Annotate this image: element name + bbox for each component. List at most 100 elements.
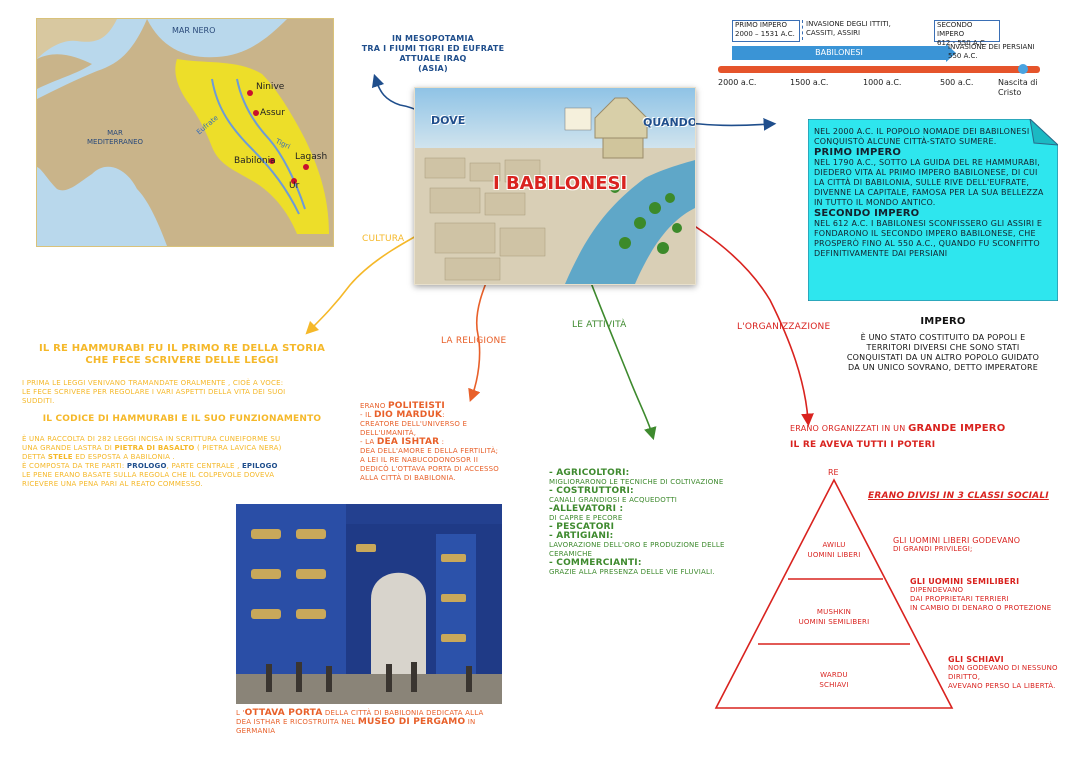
attivita-head: - COSTRUTTORI: [549,486,634,496]
class-desc-line: DIRITTO, [948,673,981,681]
religione-line: DEDICÒ L'OTTAVA PORTA DI ACCESSO [360,465,499,473]
map-label-mar-nero: MAR NERO [172,26,216,35]
highlight: OTTAVA PORTA [244,708,323,718]
dove-line: ATTUALE IRAQ [399,54,467,63]
text: DEA ISTHAR E RICOSTRUITA NEL [236,718,358,726]
gate-caption: L 'OTTAVA PORTA DELLA CITTÀ DI BABILONIA… [236,709,506,736]
pyramid-level-name: AWILU [822,541,846,549]
map-drawing [37,19,333,246]
religione-line: DELL'UMANITÀ, [360,429,417,437]
class-desc-line: DI GRANDI PRIVILEGI; [893,545,973,553]
class-desc-line: GLI UOMINI SEMILIBERI [910,577,1020,586]
dove-line: TRA I FIUMI TIGRI ED EUFRATE [361,44,505,53]
branch-label-cultura: CULTURA [362,234,405,244]
highlight: DEA ISHTAR [376,437,440,447]
pyramid-level-name: WARDU [820,671,848,679]
pyramid-level-sub: SCHIAVI [819,681,849,689]
timeline-end-marker [1018,64,1028,74]
cultura-line: È UNA RACCOLTA DI 282 LEGGI INCISA IN SC… [22,435,281,443]
branch-label-organizzazione: L'ORGANIZZAZIONE [737,322,831,332]
babylon-city-illustration: I BABILONESI DOVE QUANDO [414,87,696,285]
cultura-line: LE FECE SCRIVERE PER REGOLARE I VARI ASP… [22,388,286,396]
pyramid-level-name: MUSHKIN [816,608,852,616]
religione-line: - IL DIO MARDUK: [360,411,530,420]
timeline-tick-label: 1500 a.C. [790,78,829,87]
note-body: NEL 2000 A.C. IL POPOLO NOMADE DEI BABIL… [814,127,1048,259]
organizzazione-intro: ERANO ORGANIZZATI IN UN GRANDE IMPERO IL… [790,424,1020,451]
class-desc-line: GLI UOMINI LIBERI GODEVANO [893,536,1021,545]
text: : [439,438,445,446]
map-city-assur: Assur [260,108,285,118]
religione-block: ERANO POLITEISTI - IL DIO MARDUK: CREATO… [360,402,530,483]
attivita-item: - PESCATORI [549,523,759,532]
impero-line: CONQUISTATI DA UN ALTRO POPOLO GUIDATO [846,353,1040,362]
highlight: EPILOGO [241,462,278,470]
pyramid-level-sub: UOMINI SEMILIBERI [798,618,870,626]
text: ERANO [360,402,388,410]
note-heading-primo: PRIMO IMPERO [814,147,902,158]
gate-caption-line: GERMANIA [236,727,276,735]
social-pyramid [714,478,954,709]
attivita-item: -ALLEVATORI :DI CAPRE E PECORE [549,505,759,523]
center-dove-label: DOVE [431,114,466,127]
impero-line: TERRITORI DIVERSI CHE SONO STATI [866,343,1020,352]
center-quando-label: QUANDO [643,116,696,129]
attivita-item: - COMMERCIANTI:GRAZIE ALLA PRESENZA DELL… [549,559,759,577]
timeline-bar-arrow [946,44,956,62]
gate-caption-line: L 'OTTAVA PORTA DELLA CITTÀ DI BABILONIA… [236,709,506,718]
highlight: PIETRA DI BASALTO [114,444,195,452]
religione-line: DEA DELL'AMORE E DELLA FERTILITÀ; [360,447,499,455]
timeline-tick-label: 1000 a.C. [863,78,902,87]
class-desc-semiliberi: GLI UOMINI SEMILIBERI DIPENDEVANO DAI PR… [910,577,1070,613]
center-title: I BABILONESI [493,173,628,194]
cultura-heading: IL RE HAMMURABI FU IL PRIMO RE DELLA STO… [22,343,342,367]
timeline-tick-label: 2000 a.C. [718,78,757,87]
religione-line: ALLA CITTÀ DI BABILONIA. [360,474,456,482]
highlight: MUSEO DI PERGAMO [357,717,466,727]
text: IN [465,718,476,726]
dove-caption: IN MESOPOTAMIA TRA I FIUMI TIGRI ED EUFR… [358,34,508,74]
religione-line: ERANO POLITEISTI [360,402,530,411]
map-label-mar-mediterraneo: MAR MEDITERRANEO [86,129,144,146]
attivita-desc: MIGLIORARONO LE TECNICHE DI COLTIVAZIONE [549,478,724,486]
fertile-crescent [175,59,329,234]
class-desc-liberi: GLI UOMINI LIBERI GODEVANO DI GRANDI PRI… [893,536,1063,554]
cultura-line: LE PENE ERANO BASATE SULLA REGOLA CHE IL… [22,471,275,479]
highlight: STELE [47,453,73,461]
timeline-box-invasioni: INVASIONE DEGLI ITTITI, CASSITI, ASSIRI [802,20,896,40]
attivita-desc: LAVORAZIONE DELL'ORO E PRODUZIONE DELLE … [549,541,725,558]
attivita-desc: GRAZIE ALLA PRESENZA DELLE VIE FLUVIALI. [549,568,715,576]
highlight: PROLOGO [126,462,167,470]
text: ED ESPOSTA A BABILONIA . [72,453,175,461]
map-city-ur: Ur [289,181,300,191]
note-intro: NEL 2000 A.C. IL POPOLO NOMADE DEI BABIL… [814,127,1030,146]
class-desc-line: DIPENDEVANO [910,586,964,594]
timeline-bar-babilonesi: BABILONESI [732,46,946,60]
religione-line: A LEI IL RE NABUCODONOSOR II [360,456,479,464]
attivita-head: - ARTIGIANI: [549,531,614,541]
attivita-desc: DI CAPRE E PECORE [549,514,623,522]
timeline-box-secondo-impero: SECONDO IMPERO 612 - 550 A.C. [934,20,1000,47]
note-shape [808,119,1058,301]
timeline-axis [718,66,1040,73]
timeline-box-title: SECONDO IMPERO [937,21,973,38]
attivita-item: - AGRICOLTORI:MIGLIORARONO LE TECNICHE D… [549,469,759,487]
attivita-item: - COSTRUTTORI: CANALI GRANDIOSI E ACQUED… [549,487,759,505]
cultura-heading-line: CHE FECE SCRIVERE DELLE LEGGI [85,355,279,366]
ishtar-gate-photo [236,504,502,704]
text: - IL [360,411,374,419]
class-desc-line: DAI PROPRIETARI TERRIERI [910,595,1009,603]
note-text-primo: NEL 1790 A.C., SOTTO LA GUIDA DEL RE HAM… [814,158,1044,207]
note-heading-secondo: SECONDO IMPERO [814,208,920,219]
gate-drawing [236,504,502,704]
attivita-item: - ARTIGIANI: LAVORAZIONE DELL'ORO E PROD… [549,532,759,559]
gate-caption-line: DEA ISTHAR E RICOSTRUITA NEL MUSEO DI PE… [236,718,506,727]
text: - LA [360,438,377,446]
cultura-paragraph-2: È UNA RACCOLTA DI 282 LEGGI INCISA IN SC… [22,435,342,489]
cultura-heading-2: IL CODICE DI HAMMURABI E IL SUO FUNZIONA… [42,414,322,424]
map-city-lagash: Lagash [295,152,328,162]
class-desc-line: NON GODEVANO DI NESSUNO [948,664,1058,672]
classi-heading: ERANO DIVISI IN 3 CLASSI SOCIALI [868,491,1049,501]
pyramid-level-mushkin: MUSHKIN UOMINI SEMILIBERI [774,607,894,627]
class-desc-line: IN CAMBIO DI DENARO O PROTEZIONE [910,604,1052,612]
